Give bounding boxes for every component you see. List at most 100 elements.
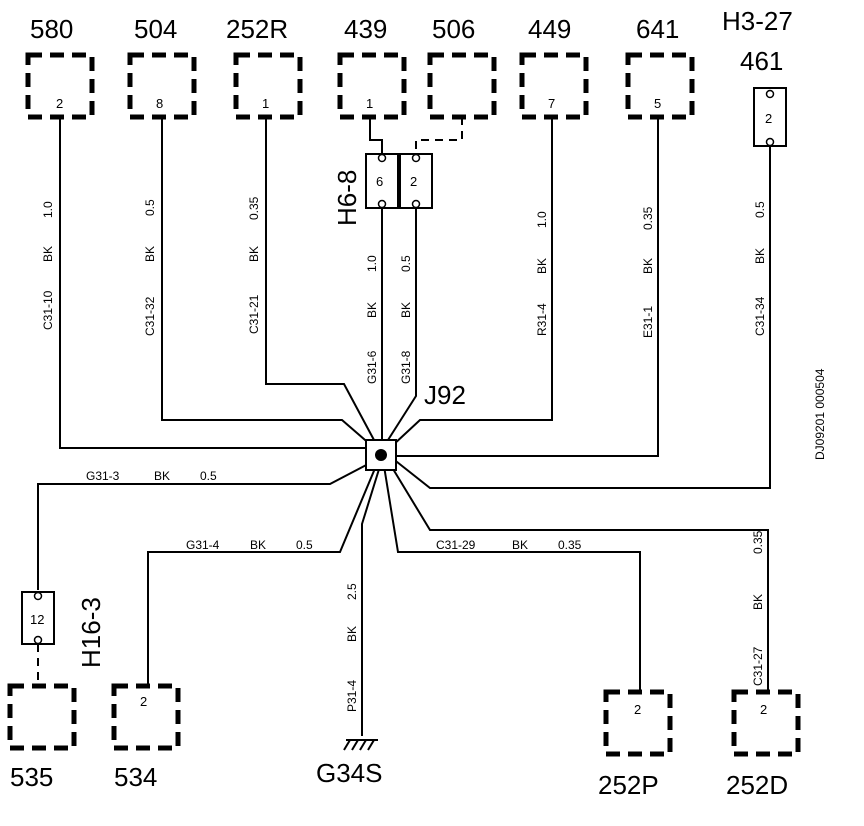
splice-h6-8-terminal xyxy=(411,199,421,209)
splice-h6-8-terminal xyxy=(377,153,387,163)
wire-label-code: R31-4 xyxy=(535,303,549,336)
wire-label-code: C31-34 xyxy=(753,296,767,336)
connector-506[interactable]: 506 xyxy=(427,14,497,120)
splice-h6-8-pin-6: 6 xyxy=(376,174,383,189)
wire-label-color: BK xyxy=(365,302,379,318)
connector-461-location: H3-27 xyxy=(722,6,793,36)
wire-label-code: E31-1 xyxy=(641,306,655,338)
junction-j92[interactable]: J92 xyxy=(365,380,466,471)
connector-252D[interactable]: 2 252D xyxy=(726,689,801,800)
wire-label-code: C31-32 xyxy=(143,296,157,336)
wire-g31-3[interactable] xyxy=(37,461,373,590)
connector-506-label: 506 xyxy=(432,14,475,44)
wire-p31-4[interactable] xyxy=(361,465,381,736)
connector-439[interactable]: 439 1 xyxy=(337,14,407,120)
junction-j92-label: J92 xyxy=(424,380,466,410)
connector-449[interactable]: 449 7 xyxy=(519,14,589,120)
connector-641-box xyxy=(625,52,695,120)
wire-r31-4[interactable] xyxy=(391,117,553,447)
wire-g31-8[interactable] xyxy=(387,208,417,441)
wire-439-splice[interactable] xyxy=(369,117,383,154)
wire-label-code: G31-6 xyxy=(365,350,379,384)
connector-534-box xyxy=(111,683,181,751)
splice-h6-8-terminal xyxy=(377,199,387,209)
wire-label-color: BK xyxy=(753,248,767,264)
wire-label-size: 1.0 xyxy=(41,201,55,218)
wire-label-size: 0.5 xyxy=(753,201,767,218)
connector-641-label: 641 xyxy=(636,14,679,44)
wire-label-size: 0.35 xyxy=(247,196,261,220)
connector-535[interactable]: 535 xyxy=(7,683,77,792)
connector-534-pin: 2 xyxy=(140,694,147,709)
ground-icon xyxy=(343,739,378,751)
wire-label-color: BK xyxy=(154,469,170,483)
splice-h16-3-terminal xyxy=(33,635,43,645)
connector-535-box xyxy=(7,683,77,751)
connector-641-pin: 5 xyxy=(654,96,661,111)
connector-580-label: 580 xyxy=(30,14,73,44)
wire-label-color: BK xyxy=(399,302,413,318)
connector-252P-pin: 2 xyxy=(634,702,641,717)
connector-580[interactable]: 580 2 xyxy=(25,14,95,120)
wire-c31-10[interactable] xyxy=(59,117,366,449)
connector-461-terminal-top xyxy=(765,89,775,99)
connector-252R-label: 252R xyxy=(226,14,288,44)
splice-h6-8-pin-6-box xyxy=(365,153,399,209)
connector-252P[interactable]: 2 252P xyxy=(598,689,673,800)
ground-g34s[interactable]: G34S xyxy=(316,739,383,788)
connector-461-terminal-bottom xyxy=(765,137,775,147)
connector-506-box xyxy=(427,52,497,120)
connector-535-label: 535 xyxy=(10,762,53,792)
wire-label-color: BK xyxy=(345,626,359,642)
wire-label-color: BK xyxy=(512,538,528,552)
connector-449-pin: 7 xyxy=(548,96,555,111)
splice-h16-3-terminal xyxy=(33,591,43,601)
connector-461[interactable]: H3-27 461 2 xyxy=(722,6,793,147)
wire-c31-27[interactable] xyxy=(389,463,769,690)
wire-label-color: BK xyxy=(641,258,655,274)
connector-252D-pin: 2 xyxy=(760,702,767,717)
wire-506-splice[interactable] xyxy=(415,117,463,154)
wire-g31-4[interactable] xyxy=(147,465,377,690)
wire-label-code: C31-27 xyxy=(751,646,765,686)
wire-label-code: P31-4 xyxy=(345,680,359,712)
connector-504-pin: 8 xyxy=(156,96,163,111)
connector-252R[interactable]: 252R 1 xyxy=(226,14,303,120)
connector-252R-box xyxy=(233,52,303,120)
connector-504[interactable]: 504 8 xyxy=(127,14,197,120)
splice-h16-3-label: H16-3 xyxy=(76,597,106,668)
wire-c31-21[interactable] xyxy=(265,117,375,441)
wire-c31-34[interactable] xyxy=(391,146,771,489)
connector-449-label: 449 xyxy=(528,14,571,44)
wire-label-size: 0.5 xyxy=(399,255,413,272)
connector-534-label: 534 xyxy=(114,762,157,792)
document-id: DJ09201 000504 xyxy=(813,368,827,460)
connector-252D-label: 252D xyxy=(726,770,788,800)
connector-439-label: 439 xyxy=(344,14,387,44)
connector-439-box xyxy=(337,52,407,120)
connector-461-label: 461 xyxy=(740,46,783,76)
connector-504-label: 504 xyxy=(134,14,177,44)
splice-h6-8-pin-2: 2 xyxy=(410,174,417,189)
wire-label-color: BK xyxy=(751,594,765,610)
splice-h16-3-pin: 12 xyxy=(30,612,44,627)
wire-labels-horizontal: G31-3 BK 0.5 G31-4 BK 0.5 C31-29 BK 0.35 xyxy=(86,469,582,552)
wire-c31-29[interactable] xyxy=(383,465,641,690)
connector-641[interactable]: 641 5 xyxy=(625,14,695,120)
connector-461-pin: 2 xyxy=(765,111,772,126)
connector-252R-pin: 1 xyxy=(262,96,269,111)
wire-label-code: C31-29 xyxy=(436,538,476,552)
wire-label-size: 1.0 xyxy=(365,255,379,272)
wire-label-color: BK xyxy=(535,258,549,274)
connector-252P-box xyxy=(603,689,673,757)
wire-label-size: 0.35 xyxy=(641,206,655,230)
wire-label-size: 0.35 xyxy=(558,538,582,552)
wire-label-size: 0.35 xyxy=(751,530,765,554)
connector-439-pin: 1 xyxy=(366,96,373,111)
wire-e31-1[interactable] xyxy=(396,117,659,457)
wire-c31-32[interactable] xyxy=(161,117,373,447)
splice-h6-8-terminal xyxy=(411,153,421,163)
splice-h16-3[interactable]: 12 H16-3 xyxy=(21,591,106,686)
connector-534[interactable]: 2 534 xyxy=(111,683,181,792)
